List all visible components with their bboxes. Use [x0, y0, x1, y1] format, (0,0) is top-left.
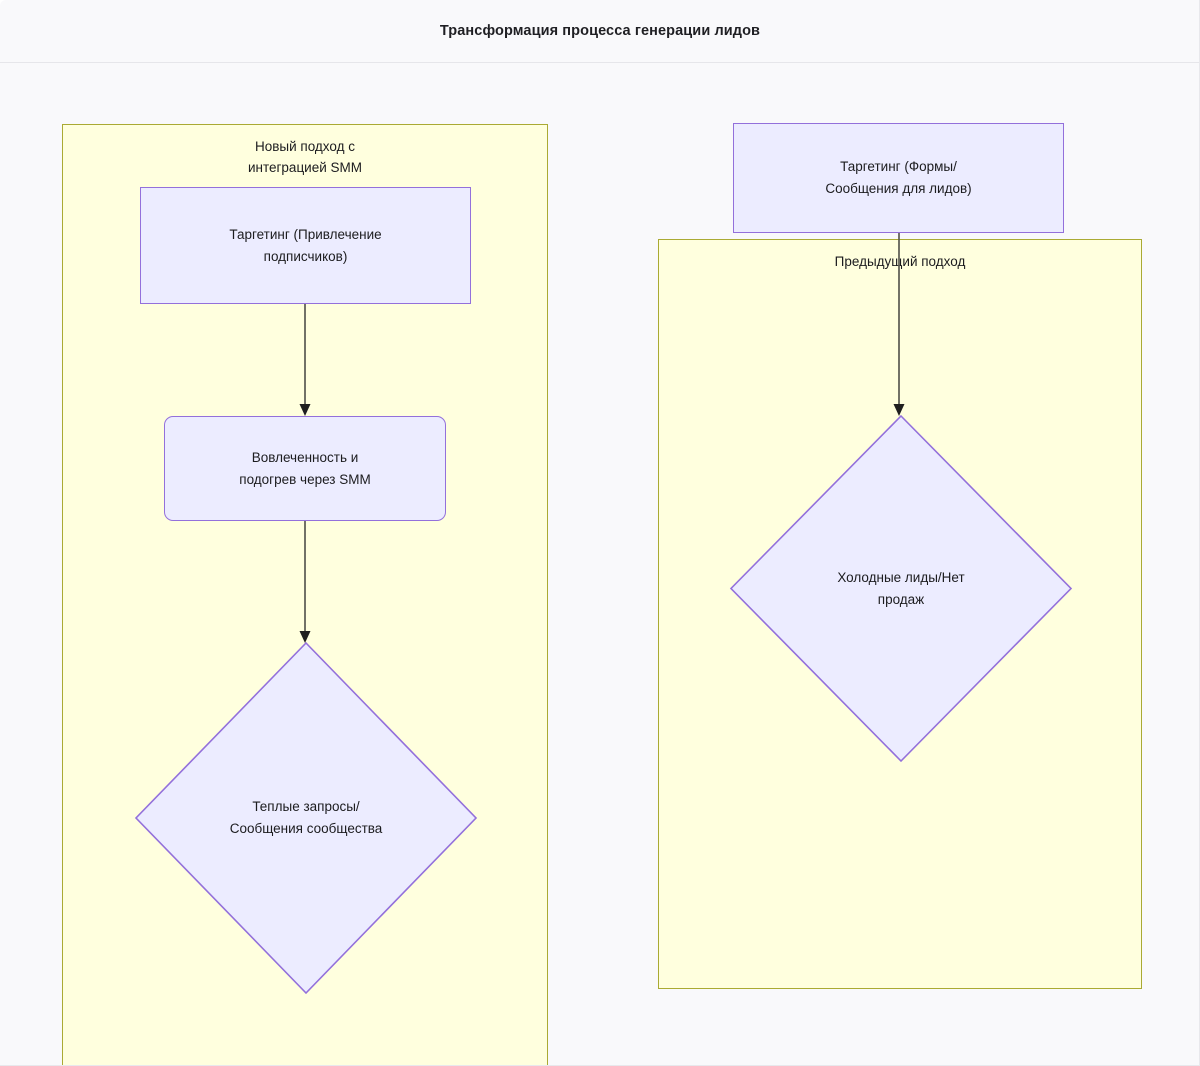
- diagram-canvas: Новый подход с интеграцией SMM Предыдущи…: [0, 63, 1199, 1065]
- subgraph-previous-approach-title: Предыдущий подход: [834, 254, 966, 269]
- node-new-outcome[interactable]: Теплые запросы/ Сообщения сообщества: [134, 641, 478, 995]
- subgraph-new-approach-title: Новый подход с интеграцией SMM: [247, 139, 363, 175]
- node-new-engagement-label: Вовлеченность и подогрев через SMM: [239, 449, 371, 487]
- node-prev-targeting-label: Таргетинг (Формы/ Сообщения для лидов): [825, 159, 972, 196]
- page-title: Трансформация процесса генерации лидов: [439, 23, 761, 39]
- node-new-engagement[interactable]: Вовлеченность и подогрев через SMM: [164, 416, 446, 521]
- diamond-shape-prev-outcome: [729, 414, 1073, 763]
- node-new-targeting-label: Таргетинг (Привлечение подписчиков): [229, 226, 382, 264]
- diamond-shape-new-outcome: [134, 641, 478, 995]
- node-new-targeting[interactable]: Таргетинг (Привлечение подписчиков): [140, 187, 471, 304]
- node-prev-outcome[interactable]: Холодные лиды/Нет продаж: [729, 414, 1073, 763]
- node-prev-targeting[interactable]: Таргетинг (Формы/ Сообщения для лидов): [733, 123, 1064, 233]
- page-header: Трансформация процесса генерации лидов: [0, 0, 1199, 63]
